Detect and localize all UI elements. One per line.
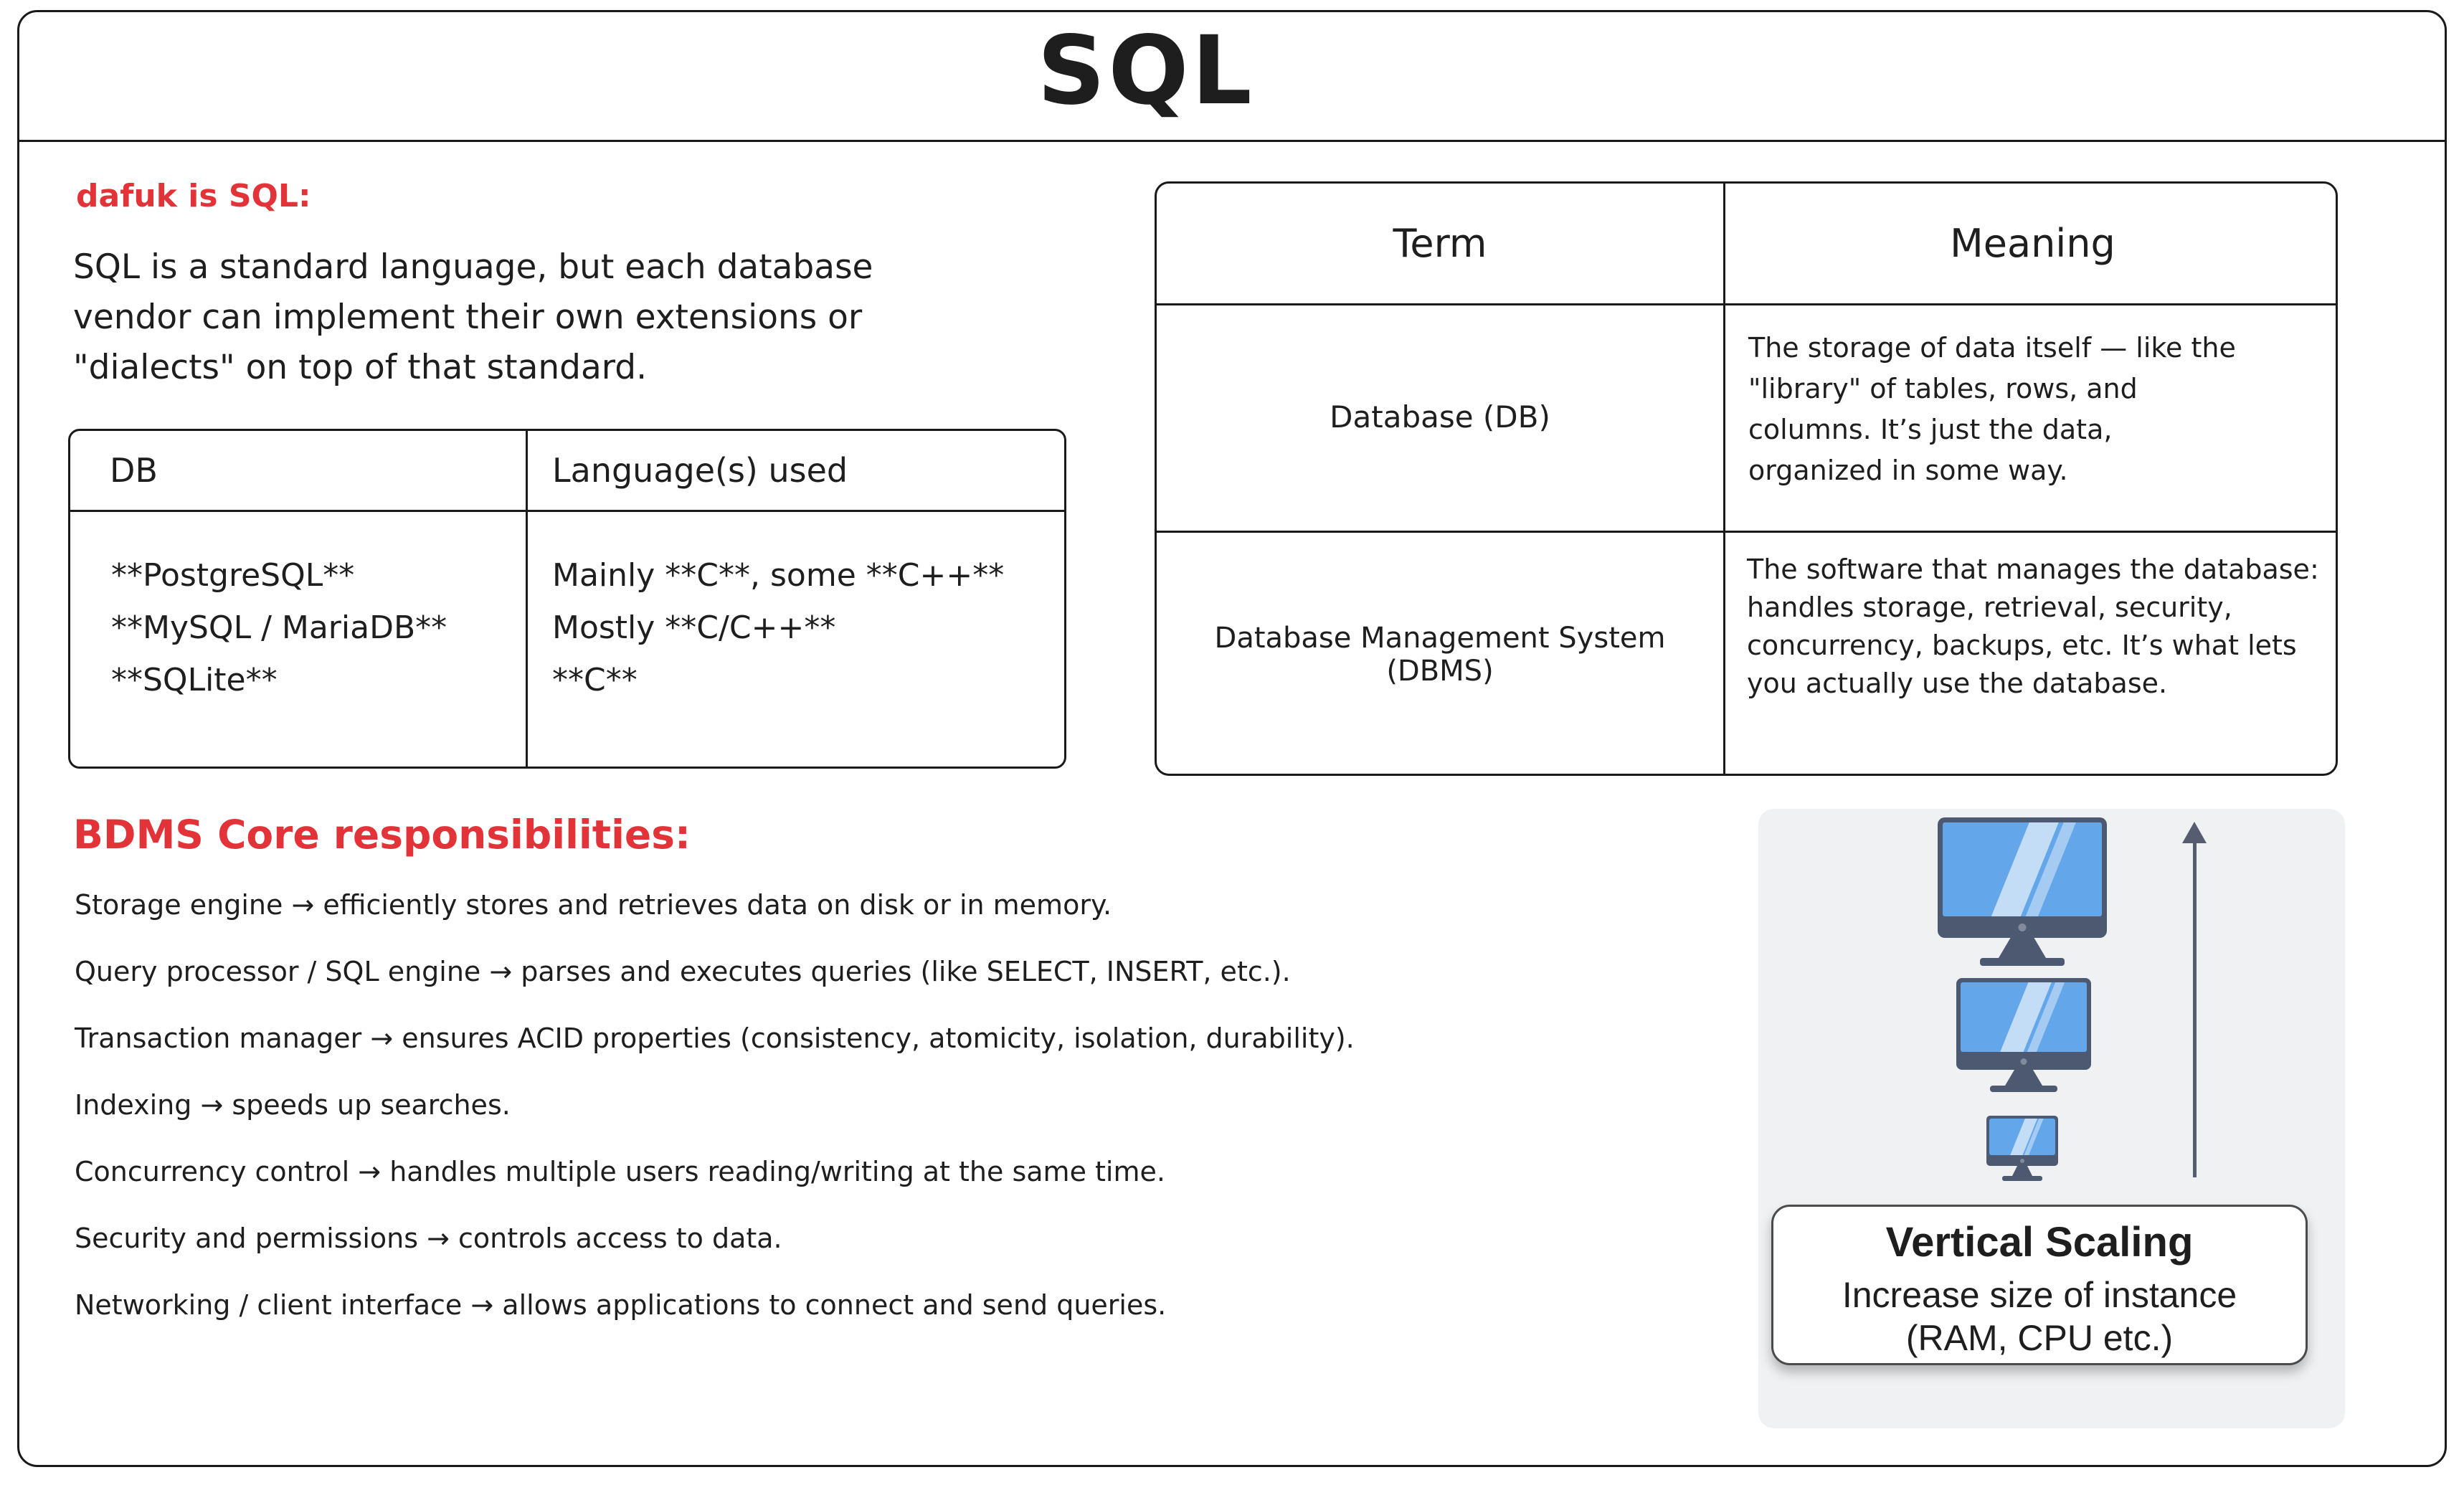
intro-line: SQL is a standard language, but each dat… [73,247,873,287]
vertical-scaling-label: Vertical Scaling Increase size of instan… [1771,1205,2308,1365]
monitor-stand [1999,938,2046,958]
monitor-camera-dot [2020,1159,2024,1163]
intro-line: "dialects" on top of that standard. [73,348,648,387]
monitor-camera-dot [2020,1058,2027,1065]
term-table-header-meaning: Meaning [1950,221,2115,266]
meaning-text: The storage of data itself — like the "l… [1748,332,2236,486]
intro-paragraph: SQL is a standard language, but each dat… [73,242,1034,393]
table-header-divider [70,510,1064,512]
vertical-scaling-subtitle: (RAM, CPU etc.) [1905,1318,2174,1358]
table-header-divider [1157,303,2336,305]
monitor-camera-dot [2018,924,2027,931]
monitor-frame [1956,978,2091,1070]
table-cell-line: **SQLite** [111,662,278,698]
monitor-stand [2012,1166,2032,1176]
db-table-header-lang: Language(s) used [552,451,848,490]
vertical-scaling-subtitle: Increase size of instance [1842,1275,2237,1315]
db-language-table: DB Language(s) used **PostgreSQL** **MyS… [68,429,1066,769]
monitor-icon-small [1986,1116,2058,1181]
responsibilities-list: Storage engine → efficiently stores and … [75,891,1355,1319]
title-divider [17,140,2447,142]
arrow-line [2192,843,2197,1177]
term-cell-dbms: Database Management System (DBMS) [1214,621,1666,688]
table-column-divider [526,431,528,767]
table-cell-line: **MySQL / MariaDB** [111,609,447,646]
term-meaning-table: Term Meaning Database (DB) The storage o… [1155,181,2338,776]
vertical-scaling-title: Vertical Scaling [1885,1219,2194,1266]
intro-line: vendor can implement their own extension… [73,298,863,337]
responsibility-item: Concurrency control → handles multiple u… [75,1156,1165,1187]
monitor-icon-medium [1956,978,2091,1092]
table-row-divider [1157,531,2336,533]
responsibility-item: Storage engine → efficiently stores and … [75,889,1112,921]
monitor-stand [2005,1070,2042,1086]
intro-heading: dafuk is SQL: [76,178,311,214]
responsibility-item: Query processor / SQL engine → parses an… [75,956,1291,987]
arrow-head [2182,822,2207,843]
table-cell-line: **C** [552,662,638,698]
meaning-cell-dbms: The software that manages the database: … [1725,531,2340,778]
responsibility-item: Security and permissions → controls acce… [75,1223,782,1254]
responsibility-item: Transaction manager → ensures ACID prope… [75,1022,1355,1054]
term-cell-database: Database (DB) [1330,399,1550,435]
responsibility-item: Indexing → speeds up searches. [75,1089,511,1121]
monitor-base [2002,1176,2042,1181]
monitor-icon-large [1938,817,2107,966]
monitor-base [1990,1086,2057,1092]
monitor-frame [1986,1116,2058,1166]
monitor-screen [1989,1119,2055,1155]
table-cell-line: **PostgreSQL** [111,557,355,594]
responsibilities-heading: BDMS Core responsibilities: [73,812,691,858]
page-border [17,10,2447,1467]
table-cell-line: Mainly **C**, some **C++** [552,557,1005,594]
monitor-frame [1938,817,2107,938]
up-arrow-icon [2180,822,2209,1179]
db-table-cell-languages: Mainly **C**, some **C++** Mostly **C/C+… [552,549,1004,706]
page-title: SQL [1037,16,1255,126]
table-column-divider [1723,184,1725,774]
monitor-screen [1943,822,2102,916]
db-table-cell-db: **PostgreSQL** **MySQL / MariaDB** **SQL… [111,549,447,706]
meaning-cell-database: The storage of data itself — like the "l… [1725,303,2340,531]
monitor-base [1980,958,2065,966]
responsibility-item: Networking / client interface → allows a… [75,1289,1167,1321]
term-table-header-term: Term [1393,221,1487,266]
db-table-header-db: DB [110,451,158,490]
table-cell-line: Mostly **C/C++** [552,609,836,646]
monitor-screen [1961,982,2087,1052]
meaning-text: The software that manages the database: … [1747,554,2319,699]
